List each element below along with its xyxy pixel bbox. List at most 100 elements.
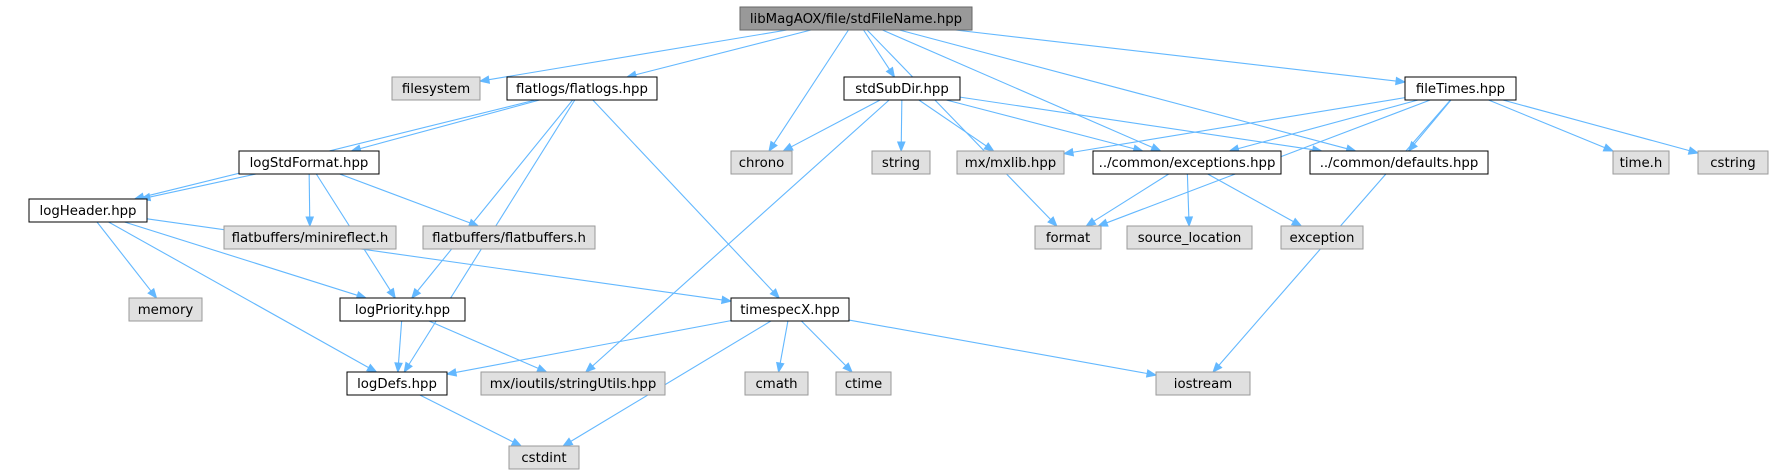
edge-line	[488, 29, 788, 81]
edge-line	[455, 320, 732, 373]
node-timespecX[interactable]: timespecX.hpp	[730, 297, 850, 322]
edge-line	[863, 29, 890, 70]
edge-line	[791, 99, 881, 148]
arrowhead-icon	[768, 140, 778, 153]
edge-flatlogs-to-logStdFormat	[350, 99, 540, 153]
node-logPriority[interactable]: logPriority.hpp	[339, 297, 466, 322]
edge-line	[149, 173, 257, 198]
edge-line	[1072, 97, 1406, 153]
node-chrono: chrono	[730, 150, 793, 175]
edge-timespecX-to-iostream	[848, 319, 1158, 378]
node-minireflect: flatbuffers/minireflect.h	[223, 225, 397, 250]
edge-timespecX-to-logDefs	[445, 320, 732, 377]
node-label: logStdFormat.hpp	[250, 156, 369, 171]
node-label: iostream	[1174, 377, 1232, 392]
node-flatlogs[interactable]: flatlogs/flatlogs.hpp	[506, 76, 658, 101]
node-label: exception	[1290, 231, 1355, 246]
node-box	[223, 225, 397, 250]
node-box	[956, 150, 1065, 175]
node-label: mx/ioutils/stringUtils.hpp	[490, 377, 657, 392]
node-label: cstdint	[521, 451, 566, 466]
arrowhead-icon	[536, 364, 548, 373]
node-box	[835, 371, 892, 396]
node-exceptions[interactable]: ../common/exceptions.hpp	[1092, 150, 1282, 175]
edge-line	[308, 173, 311, 218]
node-logStdFormat[interactable]: logStdFormat.hpp	[238, 150, 380, 175]
arrowhead-icon	[1395, 76, 1407, 86]
edge-line	[143, 99, 536, 198]
node-label: ../common/defaults.hpp	[1320, 156, 1479, 171]
edge-line	[955, 29, 1397, 82]
node-label: mx/mxlib.hpp	[965, 156, 1057, 171]
node-box	[506, 76, 658, 101]
node-logDefs[interactable]: logDefs.hpp	[346, 371, 448, 396]
edge-logStdFormat-to-logHeader	[139, 173, 257, 202]
edge-logDefs-to-cstdint	[419, 394, 523, 447]
arrowhead-icon	[1150, 143, 1162, 152]
node-logHeader[interactable]: logHeader.hpp	[28, 198, 148, 223]
node-box	[480, 371, 666, 396]
edge-line	[900, 99, 903, 143]
node-cstdint: cstdint	[508, 445, 580, 470]
edge-flatlogs-to-logHeader	[133, 99, 536, 201]
node-format: format	[1034, 225, 1102, 250]
arrowhead-icon	[478, 75, 491, 84]
arrowhead-icon	[885, 66, 896, 79]
node-label: source_location	[1138, 231, 1242, 246]
arrowhead-icon	[896, 141, 906, 153]
node-label: time.h	[1620, 156, 1663, 171]
node-iostream: iostream	[1155, 371, 1251, 396]
node-cmath: cmath	[744, 371, 809, 396]
edge-logPriority-to-logDefs	[394, 320, 403, 374]
node-label: flatbuffers/flatbuffers.h	[432, 231, 586, 246]
node-box	[238, 150, 380, 175]
node-box	[1697, 150, 1769, 175]
node-box	[739, 6, 973, 31]
node-label: chrono	[739, 156, 785, 171]
node-cstring: cstring	[1697, 150, 1769, 175]
edge-root-to-stdSubDir	[863, 29, 896, 79]
node-stdSubDir[interactable]: stdSubDir.hpp	[843, 76, 961, 101]
edge-line	[1238, 99, 1419, 150]
edge-root-to-filesystem	[478, 29, 788, 84]
edge-line	[417, 99, 574, 292]
node-box	[1280, 225, 1364, 250]
edge-line	[959, 96, 1313, 151]
node-root[interactable]: libMagAOX/file/stdFileName.hpp	[739, 6, 973, 31]
node-source_location: source_location	[1126, 225, 1253, 250]
edge-line	[1186, 173, 1190, 218]
arrowhead-icon	[386, 287, 396, 300]
node-box	[339, 297, 466, 322]
node-defaults[interactable]: ../common/defaults.hpp	[1309, 150, 1489, 175]
node-box	[508, 445, 580, 470]
node-label: cmath	[755, 377, 797, 392]
edge-logHeader-to-memory	[96, 221, 158, 300]
node-label: filesystem	[402, 82, 470, 97]
edge-line	[108, 221, 369, 369]
edge-line	[592, 99, 774, 292]
edge-line	[882, 29, 1153, 148]
edge-flatlogs-to-logPriority	[410, 99, 574, 300]
arrowhead-icon	[1184, 216, 1194, 228]
edge-logHeader-to-logPriority	[124, 221, 368, 300]
edge-line	[96, 221, 152, 292]
edge-line	[592, 99, 890, 367]
arrowhead-icon	[366, 363, 378, 373]
edge-line	[773, 29, 849, 144]
arrowhead-icon	[782, 142, 794, 152]
arrowhead-icon	[445, 368, 458, 377]
node-timeh: time.h	[1612, 150, 1670, 175]
arrowhead-icon	[720, 295, 733, 305]
node-filesystem: filesystem	[391, 76, 481, 101]
edge-line	[1093, 173, 1170, 222]
edge-stdSubDir-to-mxlib	[918, 99, 995, 152]
arrowhead-icon	[561, 437, 574, 447]
node-label: timespecX.hpp	[740, 303, 840, 318]
arrowhead-icon	[776, 361, 785, 374]
node-box	[1034, 225, 1102, 250]
edge-line	[1413, 99, 1452, 145]
node-fileTimes[interactable]: fileTimes.hpp	[1404, 76, 1517, 101]
node-label: ctime	[845, 377, 882, 392]
arrowhead-icon	[467, 218, 480, 227]
